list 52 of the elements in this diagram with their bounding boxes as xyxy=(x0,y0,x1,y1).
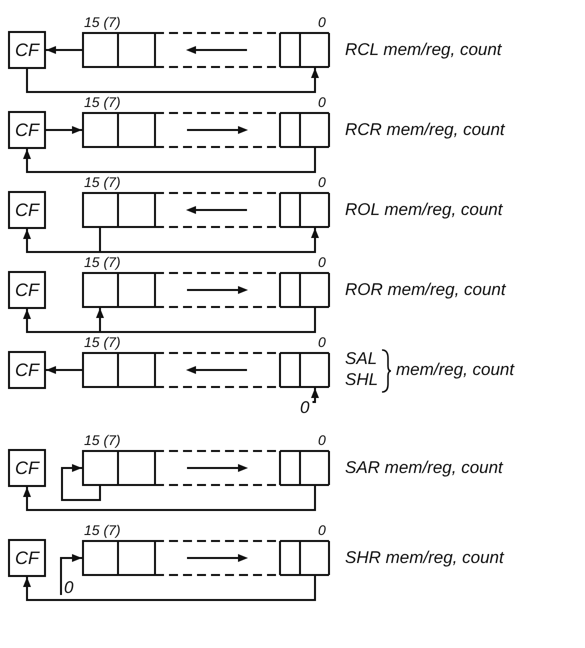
arrow xyxy=(46,126,82,134)
flag-box: CF xyxy=(8,271,46,309)
bit-number: 0 xyxy=(318,432,326,448)
mnemonic: SAL xyxy=(345,349,378,369)
input-value: 0 xyxy=(300,398,310,418)
register-drawing xyxy=(82,450,330,486)
instruction-label: RCR mem/reg, count xyxy=(345,120,505,140)
register-drawing xyxy=(82,540,330,576)
bit-number: 0 xyxy=(318,522,326,538)
flag-box: CF xyxy=(8,191,46,229)
bit-number: 15 (7) xyxy=(84,334,121,350)
arrow xyxy=(61,464,101,501)
bit-number: 15 (7) xyxy=(84,14,121,30)
instruction-label: RCL mem/reg, count xyxy=(345,40,502,60)
arrow xyxy=(26,68,319,93)
flag-box: CF xyxy=(8,111,46,149)
flag-box: CF xyxy=(8,351,46,389)
arrow xyxy=(23,576,316,601)
operand-label: mem/reg, count xyxy=(396,360,514,380)
arrow xyxy=(96,308,316,333)
flag-box: CF xyxy=(8,539,46,577)
register-drawing xyxy=(82,272,330,308)
bit-number: 15 (7) xyxy=(84,174,121,190)
bit-number: 0 xyxy=(318,94,326,110)
flag-box: CF xyxy=(8,31,46,69)
bit-number: 15 (7) xyxy=(84,432,121,448)
register-drawing xyxy=(82,112,330,148)
arrow xyxy=(99,228,319,253)
arrow xyxy=(60,554,82,595)
arrow xyxy=(23,228,101,253)
instruction-label: ROR mem/reg, count xyxy=(345,280,506,300)
bit-number: 15 (7) xyxy=(84,94,121,110)
bit-number: 0 xyxy=(318,254,326,270)
bit-number: 15 (7) xyxy=(84,522,121,538)
input-value: 0 xyxy=(64,579,74,597)
arrow xyxy=(46,46,82,54)
instruction-label: SHR mem/reg, count xyxy=(345,548,504,568)
instruction-label: SAR mem/reg, count xyxy=(345,458,503,478)
arrow xyxy=(46,366,82,374)
bit-number: 0 xyxy=(318,174,326,190)
arrow xyxy=(311,388,319,403)
bit-number: 0 xyxy=(318,14,326,30)
mnemonic: SHL xyxy=(345,370,378,390)
register-drawing xyxy=(82,32,330,68)
instruction-label: ROL mem/reg, count xyxy=(345,200,502,220)
bit-number: 0 xyxy=(318,334,326,350)
register-drawing xyxy=(82,352,330,388)
bit-number: 15 (7) xyxy=(84,254,121,270)
register-drawing xyxy=(82,192,330,228)
arrow xyxy=(23,148,316,173)
arrow xyxy=(23,486,316,511)
flag-box: CF xyxy=(8,449,46,487)
